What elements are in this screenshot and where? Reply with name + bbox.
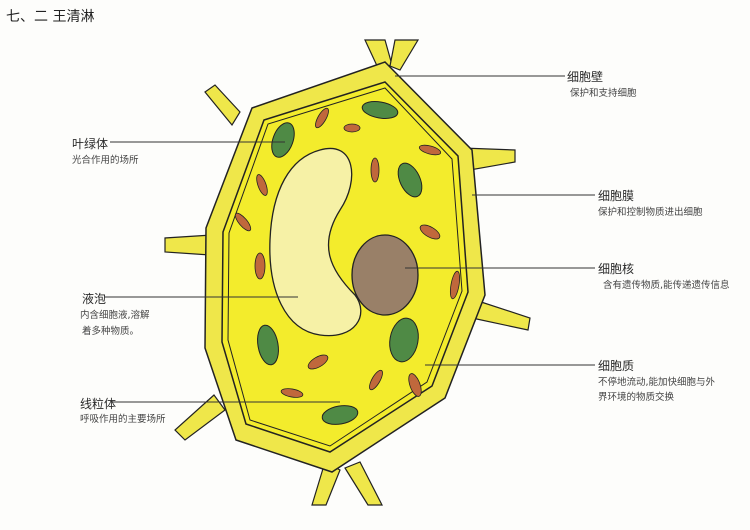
mitochondrion bbox=[369, 369, 383, 391]
mitochondrion bbox=[408, 373, 422, 397]
vacuole bbox=[269, 147, 362, 337]
chloroplast-label: 叶绿体 bbox=[72, 137, 109, 151]
nucleus-label: 细胞核 bbox=[598, 262, 635, 276]
cell-membrane-label: 细胞膜 bbox=[598, 189, 635, 203]
cell-wall-label: 细胞壁 bbox=[567, 70, 604, 84]
mitochondrion bbox=[254, 252, 266, 280]
chloroplasts bbox=[257, 101, 423, 425]
chloroplast bbox=[389, 317, 419, 363]
mitochondrion bbox=[343, 123, 361, 133]
chloroplast bbox=[257, 324, 279, 366]
nucleus bbox=[351, 234, 419, 316]
chloroplast bbox=[397, 162, 423, 198]
mitochondria-label: 线粒体 bbox=[80, 397, 117, 411]
author-title: 七、二 王清淋 bbox=[6, 9, 95, 25]
cell-wall-desc: 保护和支持细胞 bbox=[570, 88, 637, 99]
chloroplast bbox=[321, 405, 359, 425]
mitochondrion bbox=[307, 354, 329, 370]
vacuole-desc-2: 着多种物质。 bbox=[82, 326, 140, 337]
vacuole-desc-1: 内含细胞液,溶解 bbox=[80, 310, 150, 321]
mitochondrion bbox=[370, 157, 380, 183]
mitochondrion bbox=[280, 388, 304, 398]
mitochondrion bbox=[315, 107, 329, 129]
mitochondrion bbox=[234, 212, 252, 232]
mitochondrion bbox=[256, 174, 268, 196]
mitochondria-group bbox=[234, 107, 461, 398]
chloroplast bbox=[271, 122, 295, 158]
cytoplasm-desc-2: 界环境的物质交换 bbox=[598, 392, 675, 403]
cytoplasm-desc-1: 不停地流动,能加快细胞与外 bbox=[598, 377, 716, 388]
leader-lines bbox=[105, 75, 595, 403]
chloroplast-desc: 光合作用的场所 bbox=[72, 155, 139, 166]
mitochondrion bbox=[449, 270, 461, 300]
vacuole-label: 液泡 bbox=[82, 292, 107, 306]
mitochondrion bbox=[418, 144, 442, 156]
mitochondrion bbox=[419, 224, 441, 240]
nucleus-desc: 含有遗传物质,能传递遗传信息 bbox=[603, 280, 730, 291]
cell-membrane-desc: 保护和控制物质进出细胞 bbox=[598, 207, 703, 218]
mitochondria-desc: 呼吸作用的主要场所 bbox=[80, 414, 166, 425]
cytoplasm-label: 细胞质 bbox=[598, 359, 635, 373]
chloroplast bbox=[361, 101, 399, 119]
